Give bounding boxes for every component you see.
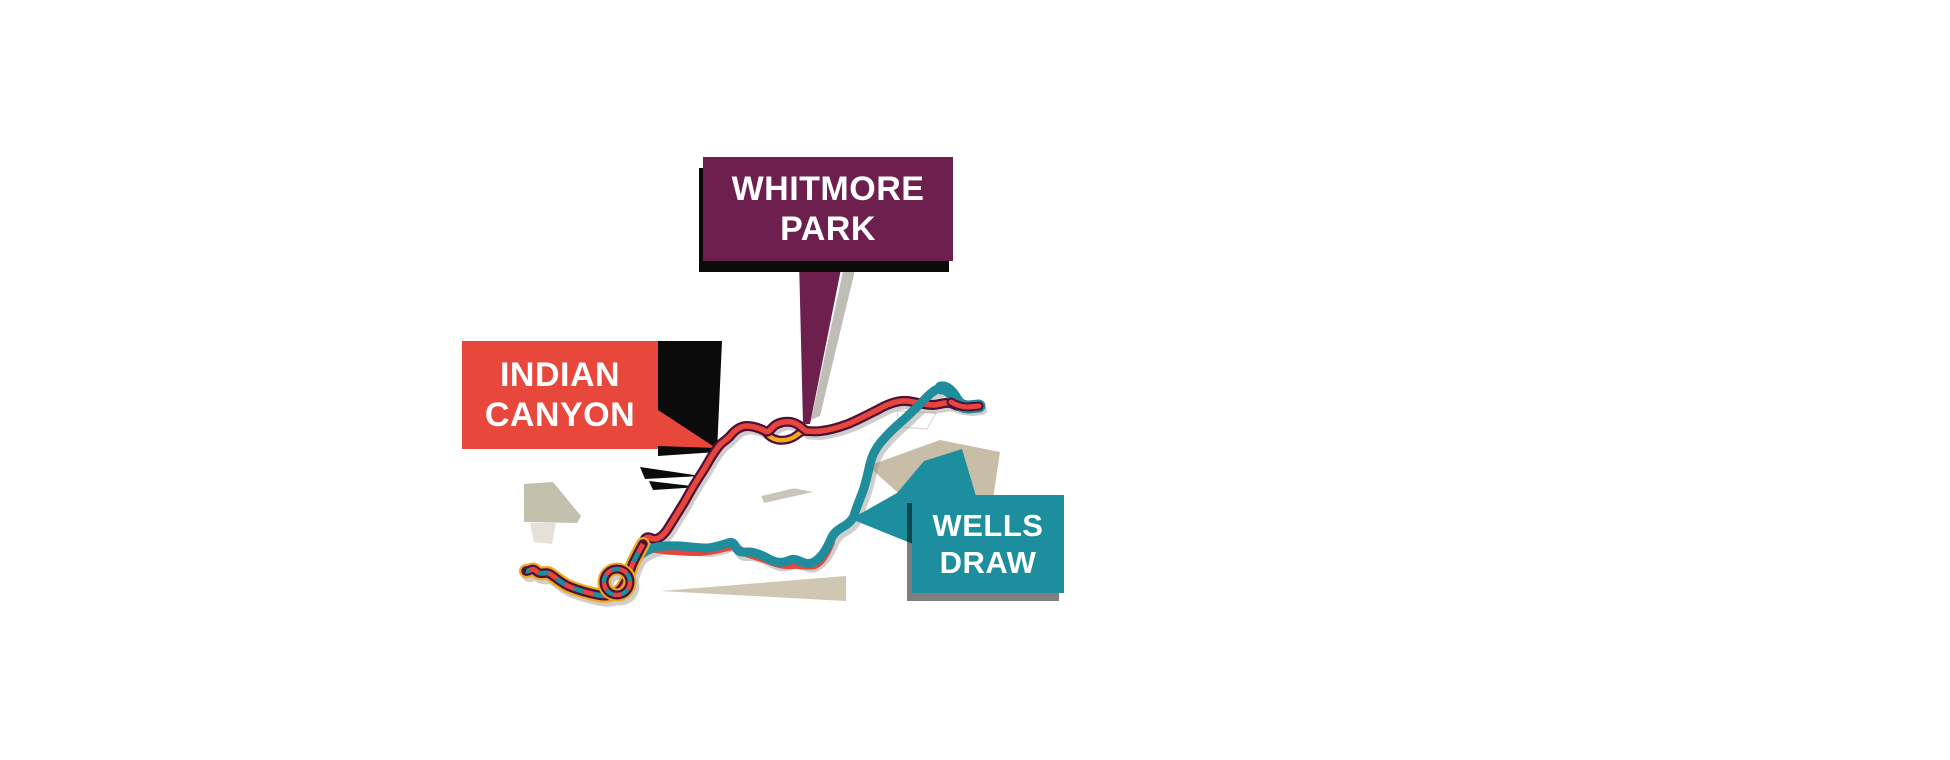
indian-canyon-line1: INDIAN: [499, 356, 621, 394]
wells-draw-line2: DRAW: [939, 545, 1037, 580]
wells-draw-line1: WELLS: [932, 508, 1044, 543]
whitmore-stem-shadow: [811, 262, 856, 420]
finish-loop-teal-dashes: [601, 566, 633, 598]
callout-wells-draw: WELLS DRAW: [912, 495, 1064, 593]
finish-loop-red-dashes: [601, 566, 633, 598]
terrain-facet-white: [750, 476, 804, 497]
terrain-facet-olive-streak: [530, 523, 556, 544]
shadow-streak-1: [640, 467, 701, 479]
wells-draw-pointer: [851, 449, 976, 544]
terrain-wedge-tan: [661, 576, 846, 601]
whitmore-park-line2: PARK: [780, 210, 876, 248]
whitmore-stem: [799, 259, 843, 424]
callout-whitmore-park: WHITMORE PARK: [703, 157, 953, 261]
indian-canyon-pointer: [658, 410, 716, 448]
indian-canyon-line2: CANYON: [484, 396, 636, 434]
whitmore-park-line1: WHITMORE: [731, 170, 925, 208]
terrain-facet-olive: [524, 482, 581, 523]
callout-indian-canyon: INDIAN CANYON: [462, 341, 658, 449]
